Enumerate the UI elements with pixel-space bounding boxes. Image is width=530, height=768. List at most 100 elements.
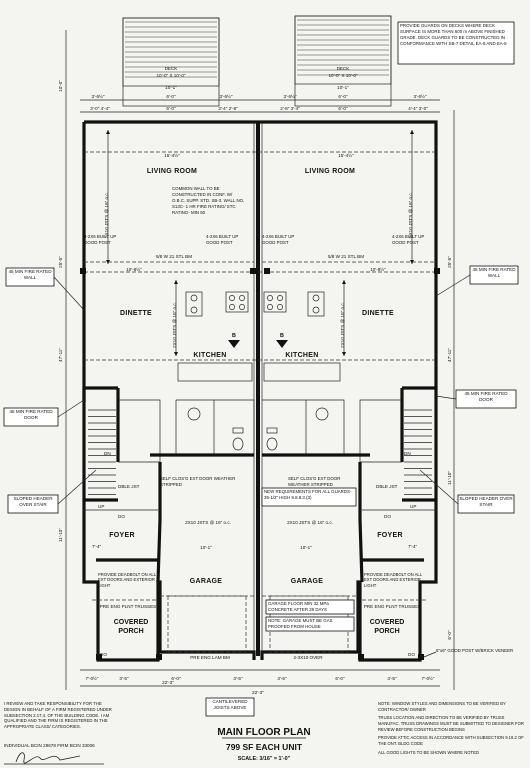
section-mark-left: B — [228, 333, 240, 348]
do-label-1: DO — [118, 514, 125, 519]
dim-stair-right: 7'-4" — [408, 544, 418, 549]
room-porch-right: COVERED PORCH — [369, 619, 405, 636]
deadbolt-note-right: PROVIDE DEADBOLT ON ALL EXT DOORS AND EX… — [364, 572, 422, 588]
post-note-4: 4-2X6 BUILT UP GOOD POST — [392, 234, 425, 245]
deck-width-left: 10'-1" — [165, 85, 177, 90]
room-dinette-right: DINETTE — [362, 310, 394, 317]
dimension-label: 3'-6½" — [414, 93, 427, 99]
deck-guards-note-box — [397, 21, 515, 65]
dimension-label: 3'-6½" — [220, 93, 233, 99]
dim-overall-right: 22'-3" — [252, 690, 264, 695]
joist-arrow-head — [410, 130, 414, 134]
joist-arrow-head — [342, 352, 346, 356]
common-wall-note: COMMON WALL TO BE CONSTRUCTED IN CONF. W… — [172, 186, 245, 215]
garage-gas-note: NOTE: GARAGE MUST BE GAS PROOFED FROM HO… — [268, 618, 333, 629]
review-statement: I REVIEW AND TAKE RESPONSIBILITY FOR THE… — [4, 701, 112, 730]
room-living-right: LIVING ROOM — [305, 168, 355, 175]
stair-dn-left: DN — [104, 451, 111, 456]
room-garage-right: GARAGE — [291, 578, 324, 585]
deck-left — [122, 17, 220, 107]
joist-arrow-head — [410, 260, 414, 264]
svg-text:B: B — [232, 333, 236, 339]
dimension-label: 3'-6½" — [92, 93, 105, 99]
fire-door-callout-left: 45 MIN FIRE RATED DOOR — [9, 409, 53, 421]
signature-mark — [15, 752, 81, 764]
dim-right-3: 11'-10" — [447, 471, 452, 485]
dim-stair-left: 7'-4" — [92, 544, 102, 549]
room-foyer-right: FOYER — [377, 532, 403, 539]
truss-label-right: PRE ENG PLNT TRUSSES — [364, 604, 421, 609]
fire-wall-callout-right: 45 MIN FIRE RATED WALL — [472, 267, 516, 279]
room-kitchen-left: KITCHEN — [193, 352, 226, 359]
beam-label-right: 5/8 W 21 STL BM — [328, 254, 364, 259]
dimension-label: 6'-0" — [171, 676, 181, 681]
dim-dinette-left: 10'-8½" — [126, 266, 142, 272]
good-lights-note: ALL GOOD LIGHTS TO BE SHOWN WHERE NOTED — [378, 749, 479, 755]
sloped-header-callout-right: SLOPED HEADER OVER STAIR — [459, 496, 513, 508]
room-living-left: LIVING ROOM — [147, 168, 197, 175]
fire-wall-callout-left: 45 MIN FIRE RATED WALL — [8, 269, 52, 281]
stove-burner — [229, 304, 235, 310]
room-garage-left: GARAGE — [190, 578, 223, 585]
joist-label-4: 2X10 JSTS @ 16" o.c. — [340, 302, 345, 348]
post-note-2: 4-2X6 BUILT UP GOOD POST — [206, 234, 239, 245]
dble-jst-left: DBLE JST — [118, 484, 140, 489]
deck-dim-right: 10'-0" X 10'-0" — [328, 73, 357, 78]
dimension-label: 6'-0" — [338, 94, 348, 99]
stove-burner — [267, 304, 273, 310]
joist-arrow-head — [174, 352, 178, 356]
room-kitchen-right: KITCHEN — [285, 352, 318, 359]
dim-left-1: 10'-0" — [58, 80, 63, 92]
dimension-label: 6'-0" — [338, 106, 348, 111]
self-closing-note-left: SELF CLOS'G EXT DOOR WEATHER STRIPPED — [160, 476, 236, 487]
stove-burner — [267, 295, 273, 301]
deck-label-left: DECK — [165, 66, 179, 71]
deck-dim-left: 10'-0" X 10'-0" — [156, 73, 185, 78]
svg-text:B: B — [280, 333, 284, 339]
joist-label-1: 2X10 JSTS @ 16" o.c. — [104, 192, 109, 238]
joist-label-garage-right: 2X10 JSTS @ 16" o.c. — [287, 520, 333, 525]
dimension-label: 7'-0½" — [422, 675, 435, 681]
deck-right — [294, 15, 392, 107]
stove-burner — [239, 304, 245, 310]
dim-living-right: 15'-4½" — [338, 152, 354, 158]
stove-burner — [277, 304, 283, 310]
joist-label-garage-left: 2X10 JSTS @ 16" o.c. — [185, 520, 231, 525]
section-mark-right: B — [276, 333, 288, 348]
dimension-label: 2'-8" 3'-4" — [280, 106, 300, 111]
dimension-label: 3'-4" 2'-8" — [218, 106, 238, 111]
bcin-numbers: INDIVIDUAL BCIN 28678 FIRM BCIN 33006 — [4, 743, 95, 748]
dim-living-left: 15'-4½" — [164, 152, 180, 158]
dble-jst-right: DBLE JST — [376, 484, 398, 489]
beam-label-left: 5/8 W 21 STL BM — [156, 254, 192, 259]
dim-right-4: 6'-0" — [447, 630, 452, 640]
garage-floor-note: GARAGE FLOOR MIN 32 MPa CONCRETE AFTER 2… — [268, 601, 329, 612]
dimension-label: 3'-5" — [277, 676, 287, 681]
attic-note: PROVIDE ATTIC ACCESS IN ACCORDANCE WITH … — [378, 735, 524, 747]
dim-dinette-right: 10'-8½" — [370, 266, 386, 272]
dim-garage-right: 10'-1" — [300, 545, 312, 550]
joist-arrow-head — [106, 260, 110, 264]
stove-burner — [277, 295, 283, 301]
joist-arrow-head — [342, 280, 346, 284]
good-post-note: 6"x6" GOOD POST W/BRICK VENEER — [436, 648, 514, 653]
dimension-label: 3'-5" — [119, 676, 129, 681]
joist-label-3: 2X10 JSTS @ 16" o.c. — [172, 302, 177, 348]
do-label-2: DO — [384, 514, 391, 519]
garage-beam-right: 2-3X10 OVER — [293, 655, 323, 660]
post-note-3: 4-2X6 BUILT UP GOOD POST — [262, 234, 295, 245]
dim-left-4: 11'-10" — [58, 528, 63, 542]
cantilever-note: CANTILEVERED JOISTS ABOVE — [212, 699, 248, 711]
new-requirements-note: NEW REQUIREMENTS FOR ALL GUARDS- 35-1/2"… — [264, 489, 352, 500]
stair-dn-right: DN — [404, 451, 411, 456]
truss-label-left: PRE ENG PLNT TRUSSES — [100, 604, 157, 609]
plan-scale: SCALE: 3/16" = 1'-0" — [238, 756, 291, 762]
dim-garage-left: 10'-1" — [200, 545, 212, 550]
fire-door-callout-right: 45 MIN FIRE RATED DOOR — [464, 391, 508, 403]
room-porch-left: COVERED PORCH — [113, 619, 149, 636]
dim-left-2: 25'-5" — [58, 256, 63, 268]
dimension-label: 3'-6½" — [284, 93, 297, 99]
truss-note: TRUSS LOCATION AND DIRECTION TO BE VERIF… — [378, 715, 524, 732]
dimension-label: 3'-5" — [233, 676, 243, 681]
